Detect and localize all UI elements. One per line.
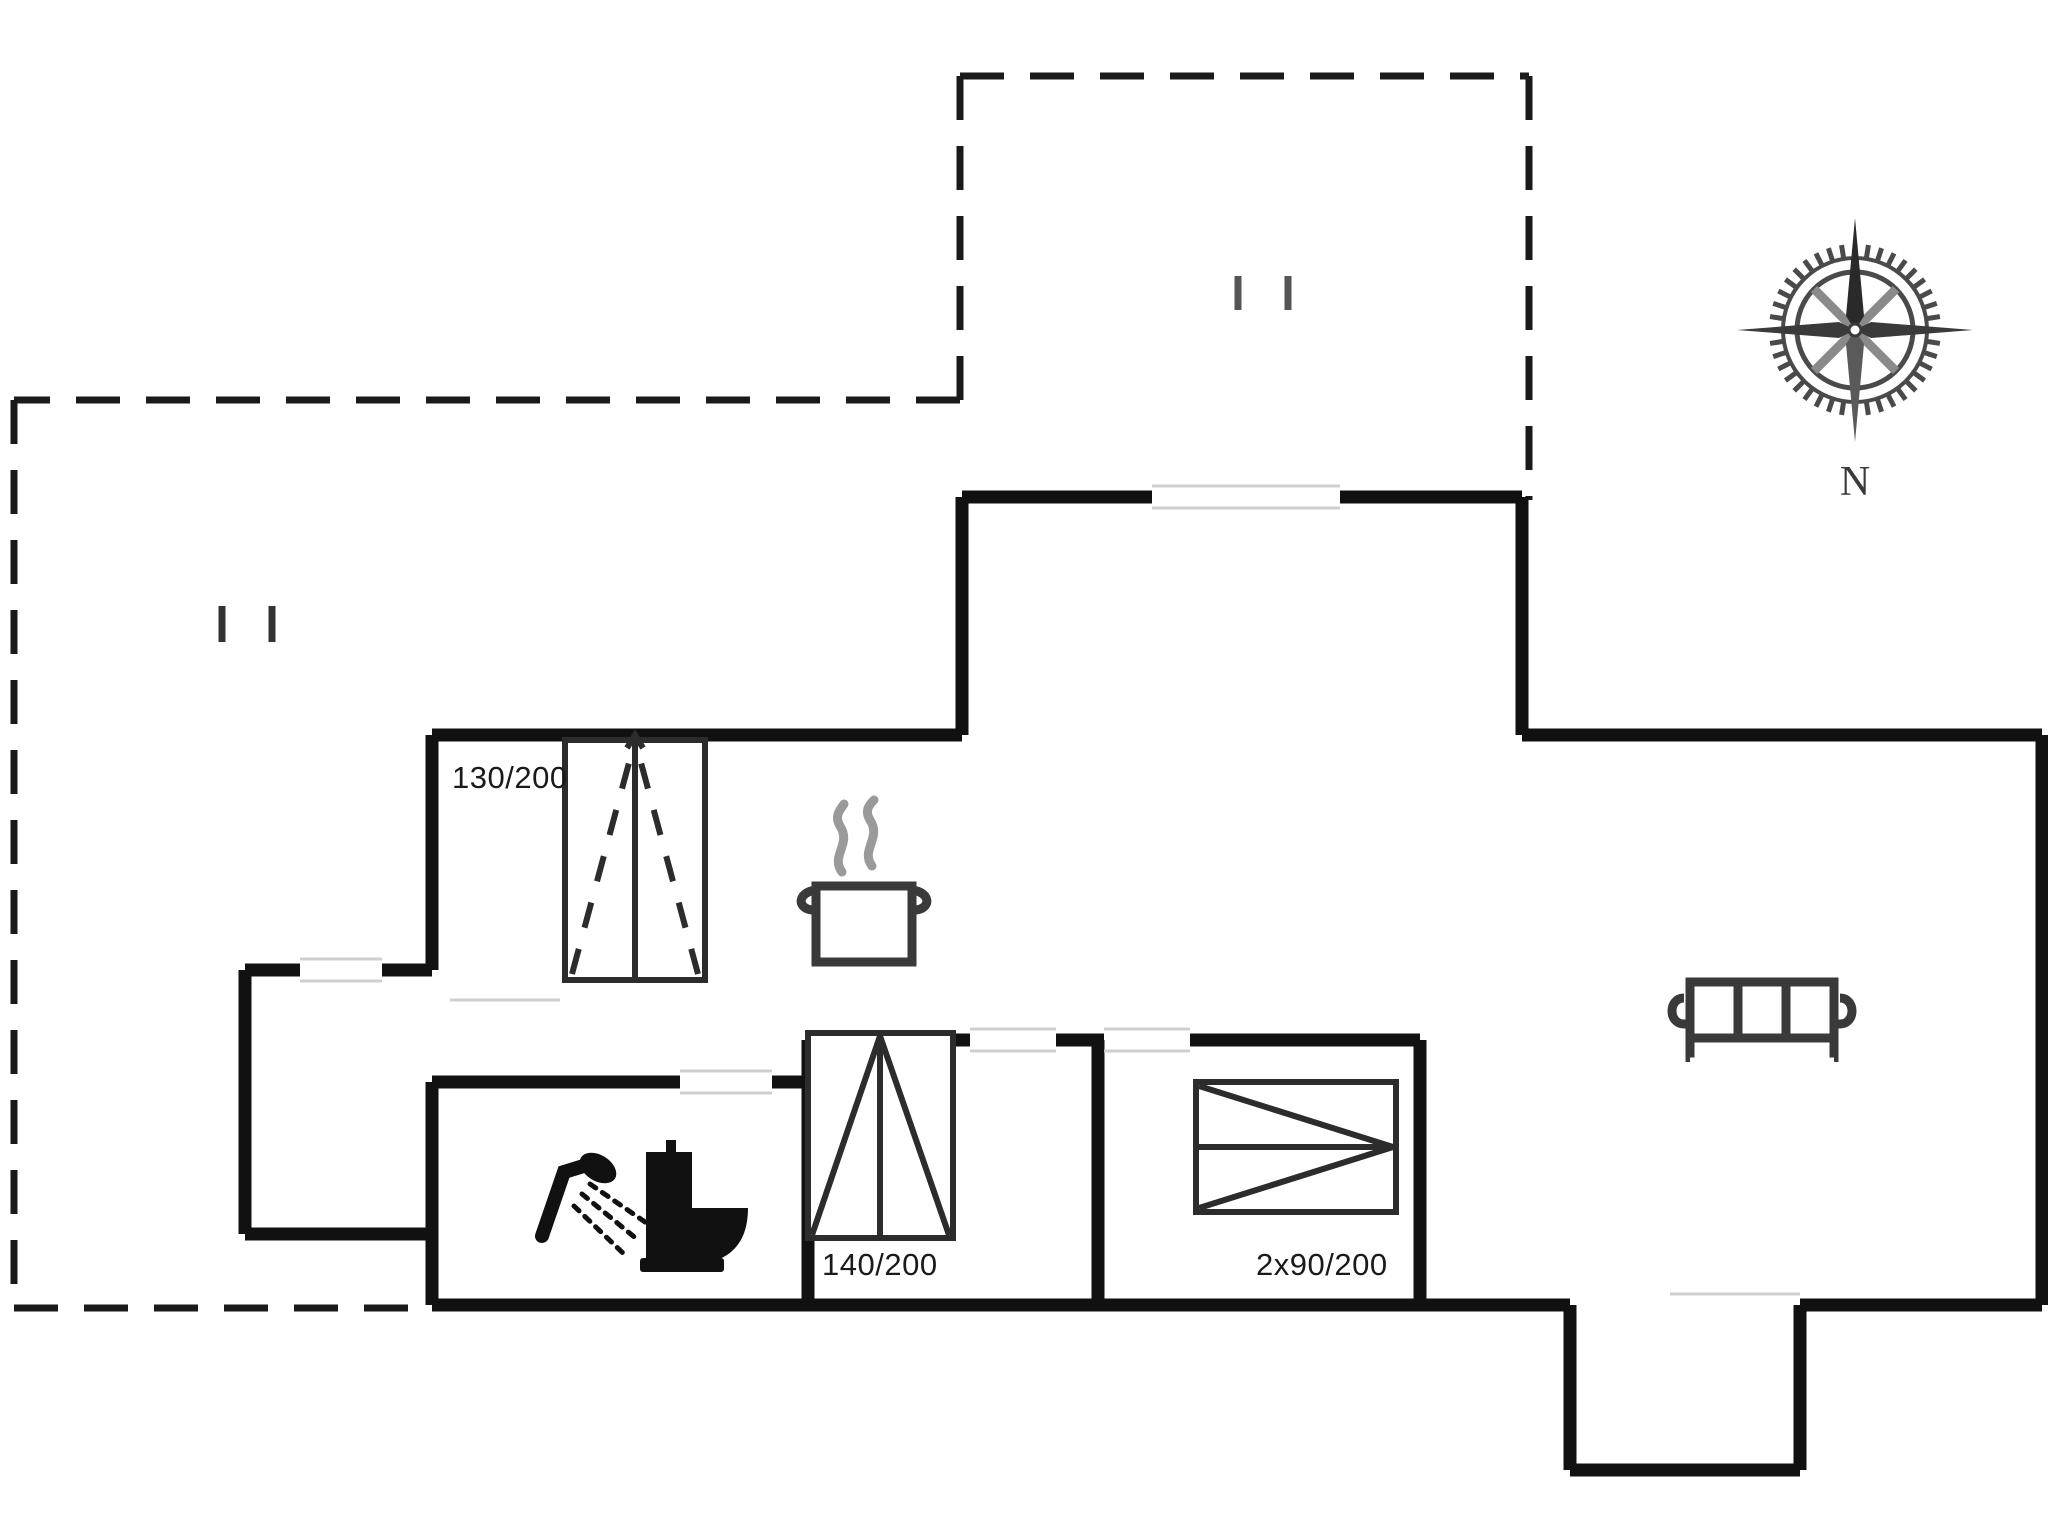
shower-spray-2 xyxy=(579,1191,641,1243)
bed-130-200 xyxy=(562,729,708,983)
bed-140-200 xyxy=(805,1030,956,1241)
bed-140-200-fold-right xyxy=(877,1035,952,1236)
compass-rose-icon: N xyxy=(1737,218,1973,505)
bed-130-200-arrow-top xyxy=(624,729,646,750)
sofa-arm-right xyxy=(1829,993,1857,1062)
toilet-cistern xyxy=(646,1152,692,1212)
bed-2x90-200-fold-lower xyxy=(1198,1144,1394,1211)
shower-head-icon xyxy=(535,1152,651,1259)
sofa-back xyxy=(1685,977,1839,1043)
label-bed-140-200: 140/200 xyxy=(822,1247,938,1282)
toilet-flush-button xyxy=(666,1140,676,1152)
sofa-icon xyxy=(1667,977,1857,1067)
toilet-icon xyxy=(640,1140,748,1272)
bed-130-200-fold-left xyxy=(569,747,636,975)
bed-130-200-fold-right xyxy=(634,747,701,975)
compass-hub xyxy=(1847,322,1863,338)
compass-north-label: N xyxy=(1840,459,1870,505)
compass-star xyxy=(1737,218,1973,442)
toilet-bowl xyxy=(646,1208,748,1264)
toilet-base xyxy=(640,1258,724,1272)
pot-steam-right xyxy=(863,795,879,871)
label-bed-2x90-200: 2x90/200 xyxy=(1256,1247,1388,1282)
shower-spray-1 xyxy=(587,1181,651,1227)
label-bed-130-200: 130/200 xyxy=(452,760,568,795)
terrace-dashed-outline xyxy=(10,72,1533,1312)
bed-140-200-fold-left xyxy=(809,1035,883,1236)
sofa-arm-left xyxy=(1667,993,1695,1062)
gate-tick-icon-left xyxy=(218,606,276,642)
bed-2x90-200-fold-upper xyxy=(1198,1083,1394,1150)
window-openings xyxy=(300,484,1800,1296)
pot-body xyxy=(811,881,917,967)
bed-2x90-200 xyxy=(1193,1079,1399,1215)
shower-head xyxy=(579,1152,617,1184)
gate-tick-icon-upper xyxy=(1234,276,1292,310)
shower-spray-3 xyxy=(571,1203,629,1259)
cooking-pot-icon xyxy=(796,795,932,967)
pot-steam-left xyxy=(833,799,849,877)
